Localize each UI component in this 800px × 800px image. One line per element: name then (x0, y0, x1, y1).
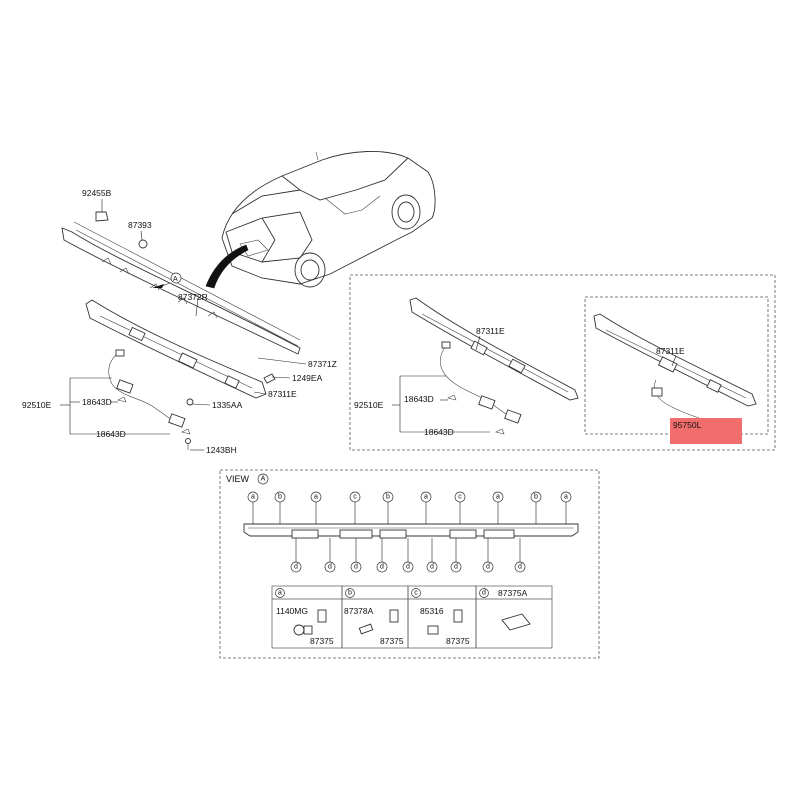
top-callout-c: c (454, 491, 466, 524)
svg-text:d: d (380, 564, 384, 571)
main-exploded-view (60, 199, 307, 451)
label-18643D-main-2: 18643D (96, 429, 126, 439)
view-ref-letter: A (261, 476, 266, 483)
svg-text:d: d (294, 564, 298, 571)
view-legend: a 1140MG 87375 b 87378A 87375 c 85316 87… (271, 585, 553, 649)
bottom-callout-d: d (290, 538, 302, 573)
top-callout-b: b (382, 491, 394, 524)
variant-left (392, 297, 579, 435)
svg-text:d: d (518, 564, 522, 571)
label-92510E-main: 92510E (22, 400, 52, 410)
legend-b-part-2: 87375 (380, 636, 404, 646)
bottom-callout-d: d (376, 538, 388, 573)
legend-c-part-2: 87375 (446, 636, 470, 646)
top-callout-c: c (349, 491, 361, 524)
legend-key-d: d (482, 590, 486, 597)
label-18643D-main-1: 18643D (82, 397, 112, 407)
svg-text:b: b (534, 494, 538, 501)
svg-text:c: c (353, 494, 357, 501)
svg-text:a: a (251, 494, 255, 501)
svg-text:d: d (430, 564, 434, 571)
legend-b-part-1: 87378A (344, 606, 374, 616)
view-ref-circle (257, 473, 269, 485)
top-callout-a: a (560, 491, 572, 524)
svg-text:a: a (564, 494, 568, 501)
view-a-trim (243, 523, 579, 539)
svg-text:d: d (406, 564, 410, 571)
car-illustration (205, 151, 436, 289)
top-callout-a: a (420, 491, 432, 524)
highlight-95750L (670, 418, 742, 444)
svg-text:a: a (424, 494, 428, 501)
top-callout-b: b (274, 491, 286, 524)
label-1249EA: 1249EA (292, 373, 323, 383)
bottom-callout-d: d (482, 538, 494, 573)
legend-a-part-1: 1140MG (276, 606, 308, 616)
top-callout-a: a (247, 491, 259, 524)
bottom-callout-d: d (402, 538, 414, 573)
top-callout-b: b (530, 491, 542, 524)
legend-key-b: b (348, 590, 352, 597)
label-87393: 87393 (128, 220, 152, 230)
part-87393-shape (138, 239, 148, 249)
label-18643D-mid-2: 18643D (424, 427, 454, 437)
part-92455B-shape (95, 211, 109, 222)
svg-text:a: a (314, 494, 318, 501)
label-92455B: 92455B (82, 188, 112, 198)
label-87372R: 87372R (178, 292, 208, 302)
view-title: VIEW (226, 474, 250, 484)
label-ref-a: A (173, 276, 178, 283)
svg-text:d: d (486, 564, 490, 571)
bottom-callout-d: d (426, 538, 438, 573)
legend-key-a: a (278, 590, 282, 597)
svg-text:a: a (496, 494, 500, 501)
label-87311E-main: 87311E (268, 389, 297, 399)
bottom-callout-d: d (350, 538, 362, 573)
variant-right (593, 313, 757, 426)
label-1335AA: 1335AA (212, 400, 243, 410)
svg-text:d: d (454, 564, 458, 571)
top-callout-a: a (492, 491, 504, 524)
label-92510E-mid: 92510E (354, 400, 384, 410)
label-87311E-right: 87311E (656, 346, 685, 356)
svg-text:c: c (458, 494, 462, 501)
svg-text:d: d (354, 564, 358, 571)
bottom-callout-d: d (324, 538, 336, 573)
legend-key-c: c (414, 590, 418, 597)
label-95750L: 95750L (673, 420, 702, 430)
legend-c-part-1: 85316 (420, 606, 444, 616)
svg-text:b: b (278, 494, 282, 501)
label-87311E-mid: 87311E (476, 326, 505, 336)
top-callout-a: a (310, 491, 322, 524)
view-a-box (219, 469, 600, 659)
label-87371Z: 87371Z (308, 359, 337, 369)
legend-d-part-1: 87375A (498, 588, 528, 598)
bottom-callout-d: d (450, 538, 462, 573)
variant-box (349, 274, 776, 451)
label-18643D-mid-1: 18643D (404, 394, 434, 404)
legend-a-part-2: 87375 (310, 636, 334, 646)
svg-text:b: b (386, 494, 390, 501)
bottom-callout-d: d (514, 538, 526, 573)
svg-text:d: d (328, 564, 332, 571)
label-1243BH: 1243BH (206, 445, 237, 455)
